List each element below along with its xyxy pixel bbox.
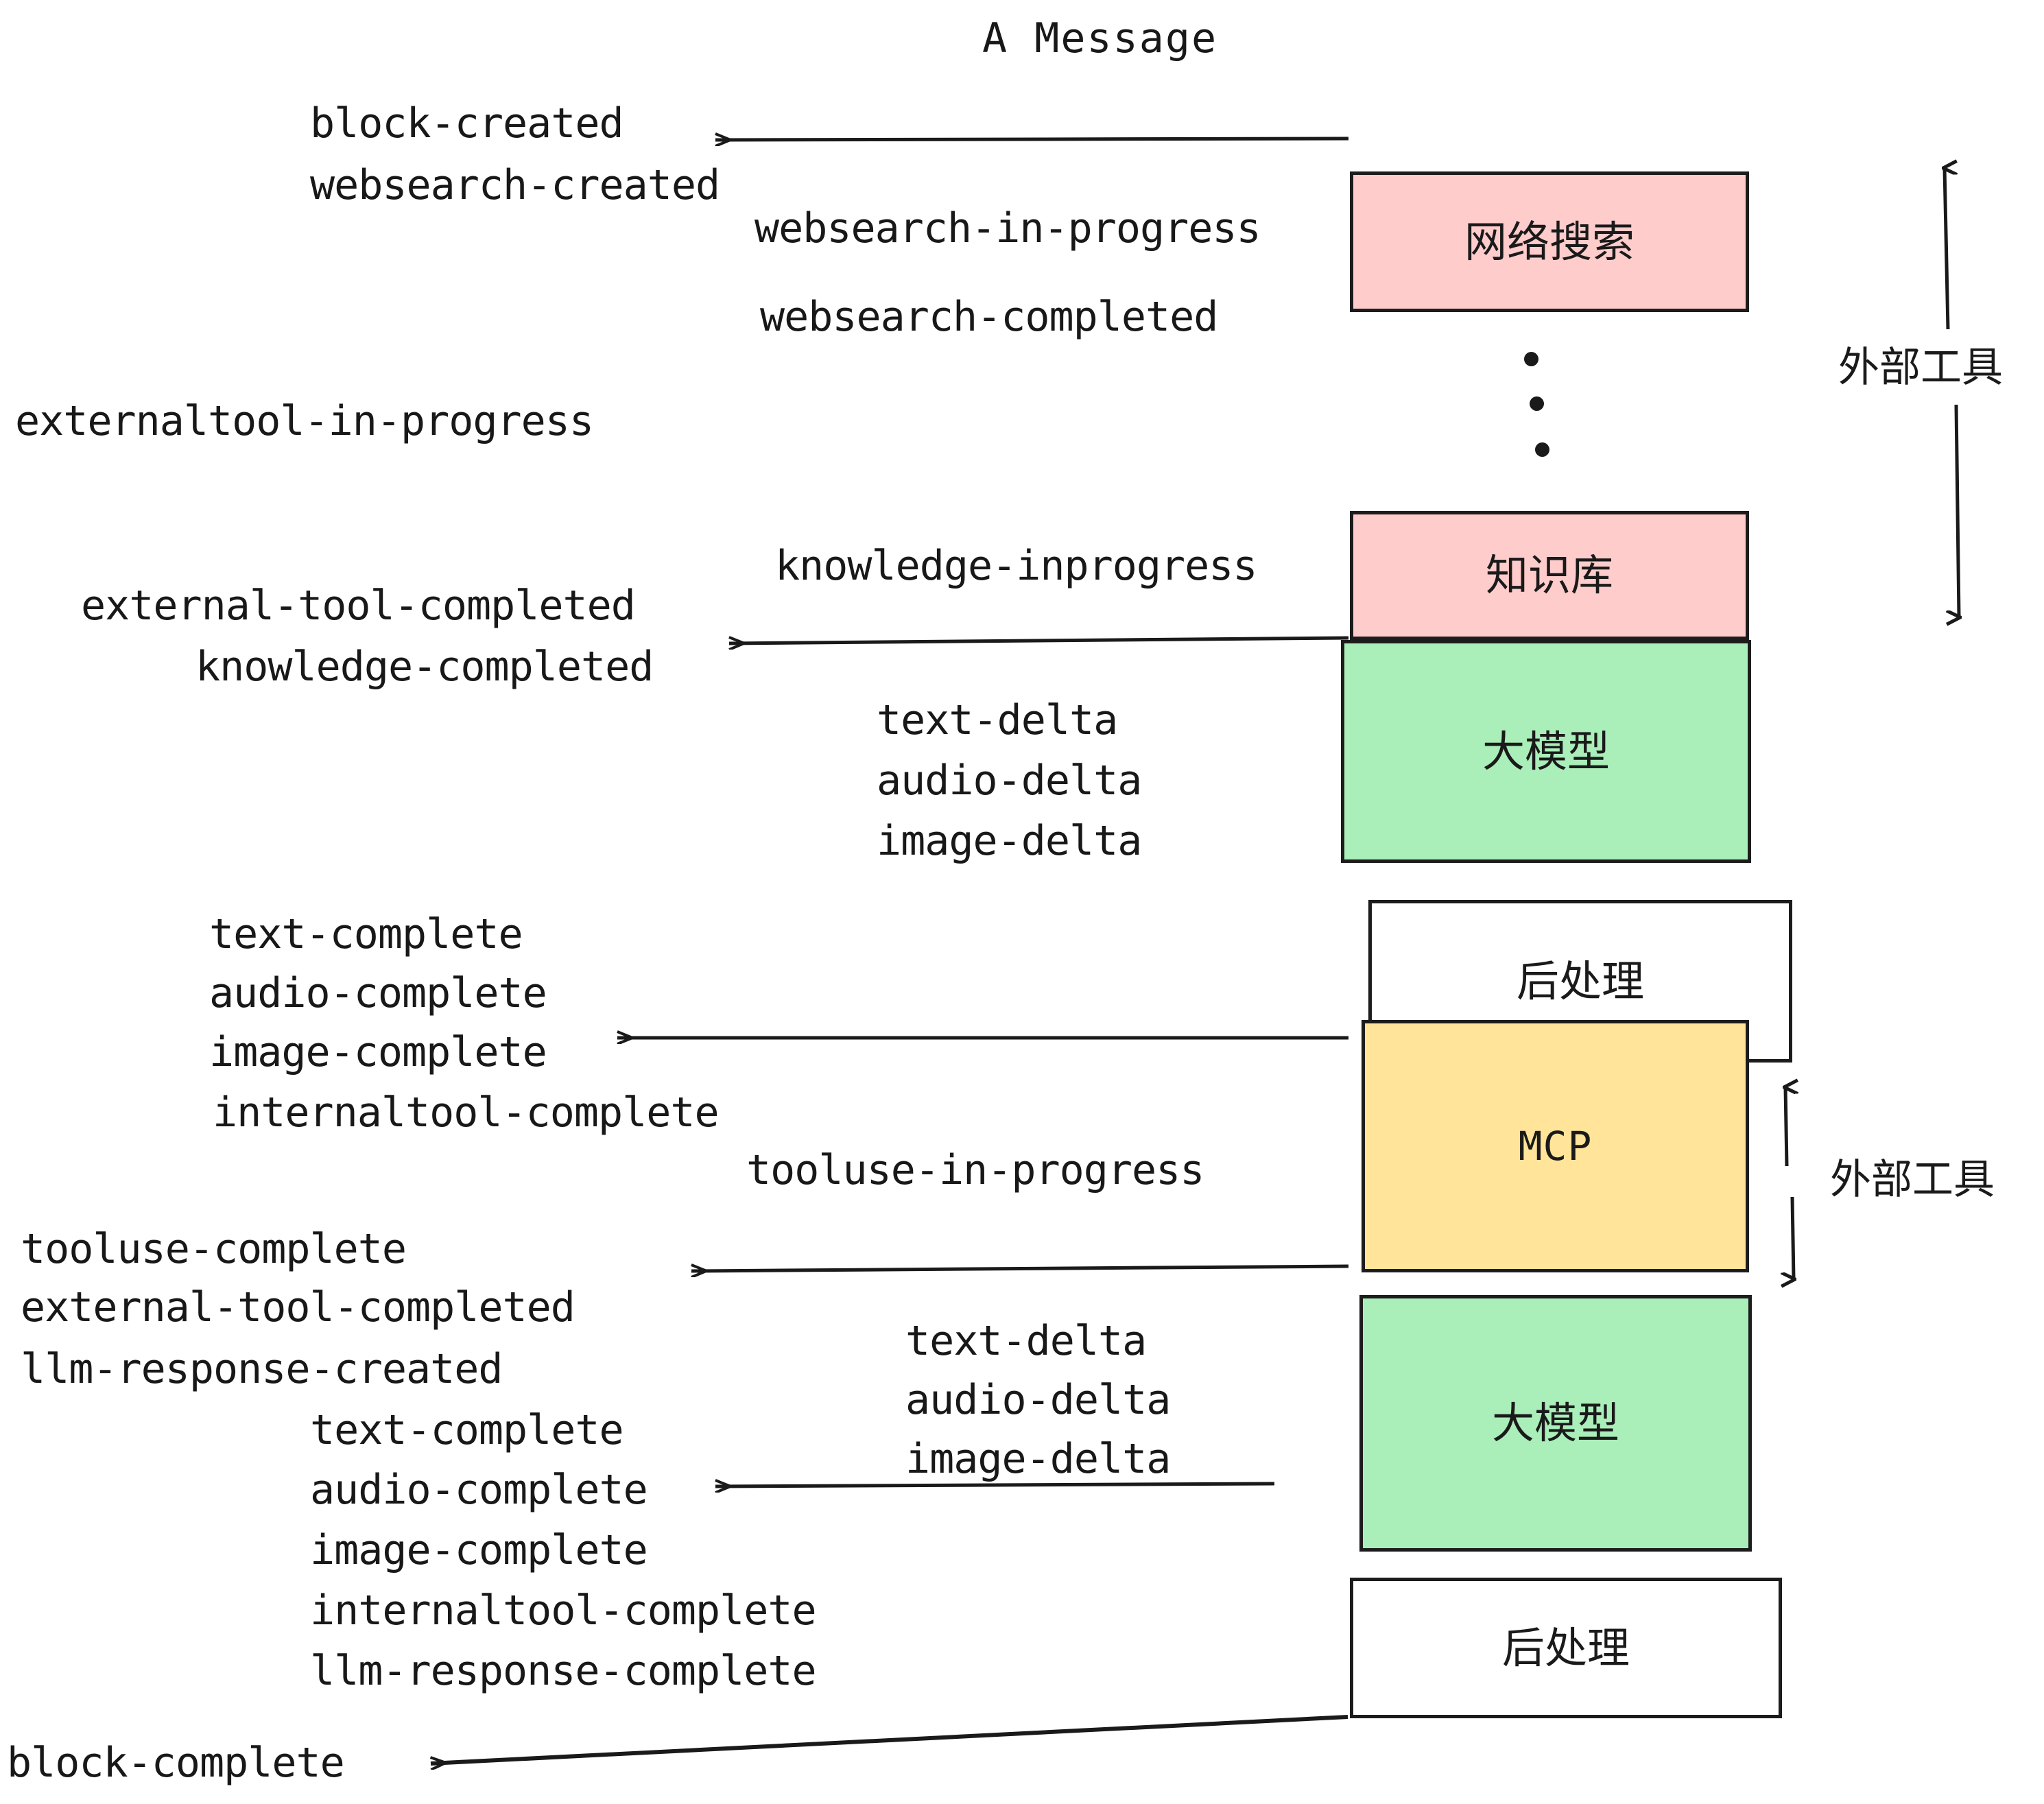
node-llm-1[interactable]: 大模型	[1341, 640, 1751, 863]
external-tool-scope-bottom-up	[1785, 1087, 1787, 1167]
event-text-complete-1: text-complete	[209, 910, 523, 958]
external-tool-scope-top-down	[1956, 404, 1959, 617]
event-tooluse-complete: tooluse-complete	[21, 1225, 407, 1273]
node-postprocess-1-label: 后处理	[1516, 956, 1644, 1006]
arrow-mcp-to-events	[691, 1266, 1349, 1271]
arrow-knowledge-to-events	[729, 638, 1349, 643]
node-llm-2-label: 大模型	[1491, 1398, 1619, 1448]
node-llm-2[interactable]: 大模型	[1359, 1295, 1752, 1552]
side-label-external-tool-bottom: 外部工具	[1830, 1156, 1995, 1204]
arrow-post2-to-block-complete	[431, 1715, 1348, 1764]
event-image-delta-1: image-delta	[877, 817, 1142, 865]
external-tool-scope-top-up	[1945, 168, 1948, 330]
event-text-delta-2: text-delta	[905, 1317, 1147, 1365]
node-knowledge[interactable]: 知识库	[1350, 511, 1749, 640]
event-image-complete-2: image-complete	[310, 1526, 648, 1574]
arrow-websearch-to-events	[715, 139, 1349, 140]
node-llm-1-label: 大模型	[1482, 726, 1610, 776]
event-block-created: block-created	[310, 99, 624, 147]
event-internaltool-complete-1: internaltool-complete	[213, 1089, 720, 1137]
side-label-external-tool-top: 外部工具	[1838, 344, 2003, 392]
node-postprocess-2[interactable]: 后处理	[1350, 1578, 1782, 1718]
event-knowledge-inprogress: knowledge-inprogress	[775, 542, 1257, 590]
event-llm-response-complete: llm-response-complete	[310, 1647, 817, 1695]
event-external-tool-completed-1: external-tool-completed	[81, 582, 636, 630]
ellipsis-dot-2	[1530, 396, 1544, 411]
event-block-complete: block-complete	[7, 1739, 345, 1787]
event-tooluse-in-progress: tooluse-in-progress	[746, 1146, 1204, 1194]
event-externaltool-in-progress: externaltool-in-progress	[15, 397, 594, 445]
event-text-delta-1: text-delta	[877, 696, 1118, 744]
node-postprocess-2-label: 后处理	[1501, 1622, 1630, 1673]
node-mcp-label: MCP	[1518, 1123, 1593, 1170]
ellipsis-dot-3	[1535, 442, 1549, 457]
event-audio-delta-2: audio-delta	[905, 1376, 1171, 1424]
event-audio-delta-1: audio-delta	[877, 757, 1142, 805]
diagram-title: A Message	[982, 14, 1218, 62]
ellipsis-dot-1	[1524, 352, 1538, 366]
event-knowledge-completed: knowledge-completed	[195, 643, 654, 691]
event-llm-response-created: llm-response-created	[21, 1345, 503, 1393]
event-websearch-in-progress: websearch-in-progress	[754, 204, 1261, 252]
node-knowledge-label: 知识库	[1485, 550, 1613, 600]
event-internaltool-complete-2: internaltool-complete	[310, 1587, 817, 1635]
event-websearch-created: websearch-created	[310, 161, 720, 209]
event-text-complete-2: text-complete	[310, 1406, 624, 1454]
event-audio-complete-1: audio-complete	[209, 969, 547, 1017]
event-image-complete-1: image-complete	[209, 1028, 547, 1076]
event-audio-complete-2: audio-complete	[310, 1466, 648, 1514]
event-websearch-completed: websearch-completed	[760, 293, 1218, 341]
node-mcp[interactable]: MCP	[1362, 1020, 1749, 1272]
external-tool-scope-bottom-down	[1792, 1196, 1794, 1279]
arrow-llm2-to-events	[715, 1484, 1275, 1486]
event-external-tool-completed-2: external-tool-completed	[21, 1283, 575, 1331]
event-image-delta-2: image-delta	[905, 1435, 1171, 1483]
node-websearch[interactable]: 网络搜索	[1350, 171, 1749, 312]
node-websearch-label: 网络搜索	[1464, 216, 1635, 267]
